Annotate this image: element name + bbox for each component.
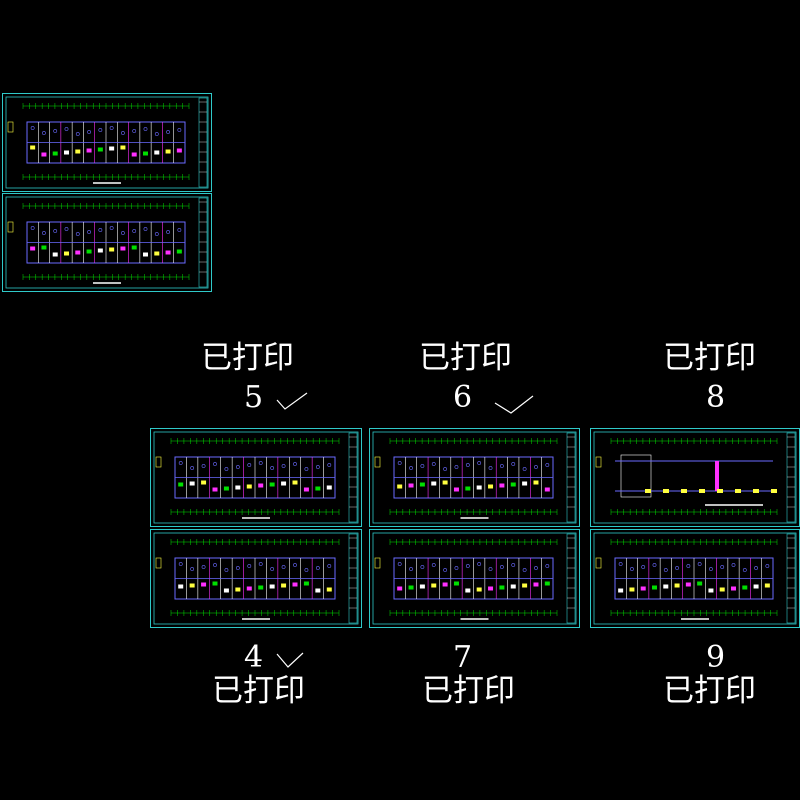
sheet-number-9: 9 <box>706 640 726 675</box>
floor-plan-drawing <box>372 431 577 524</box>
floor-plan-drawing <box>593 431 797 524</box>
printed-label-8: 已打印 <box>663 340 756 376</box>
printed-label-5: 已打印 <box>201 340 294 376</box>
sheet-number-4: 4 <box>244 640 264 675</box>
sheet-number-5: 5 <box>244 380 264 415</box>
inner-border <box>372 532 577 625</box>
floor-plan-drawing <box>593 532 797 625</box>
title-block <box>566 533 576 624</box>
inner-border <box>593 532 797 625</box>
floor-plan-drawing <box>372 532 577 625</box>
title-block <box>566 432 576 523</box>
drawing-sheet-5[interactable] <box>150 428 362 527</box>
title-block <box>198 97 208 188</box>
sheet-number-7: 7 <box>453 640 473 675</box>
inner-border <box>153 532 359 625</box>
sheet-number-8: 8 <box>706 380 726 415</box>
drawing-sheet-4[interactable] <box>150 529 362 628</box>
drawing-sheet-9[interactable] <box>590 529 800 628</box>
check-mark-icon <box>276 392 308 410</box>
floor-plan-drawing <box>5 196 209 289</box>
inner-border <box>593 431 797 524</box>
drawing-sheet[interactable] <box>2 93 212 192</box>
inner-border <box>5 96 209 189</box>
inner-border <box>153 431 359 524</box>
inner-border <box>5 196 209 289</box>
title-block <box>198 197 208 288</box>
drawing-sheet-8[interactable] <box>590 428 800 527</box>
floor-plan-drawing <box>5 96 209 189</box>
check-mark-icon <box>276 652 304 668</box>
drawing-sheet[interactable] <box>2 193 212 292</box>
title-block <box>786 533 796 624</box>
title-block <box>786 432 796 523</box>
title-block <box>348 432 358 523</box>
printed-label-9: 已打印 <box>663 673 756 709</box>
drawing-sheet-6[interactable] <box>369 428 580 527</box>
floor-plan-drawing <box>153 431 359 524</box>
check-mark-icon <box>494 395 534 414</box>
drawing-sheet-7[interactable] <box>369 529 580 628</box>
floor-plan-drawing <box>153 532 359 625</box>
sheet-number-6: 6 <box>453 380 473 415</box>
inner-border <box>372 431 577 524</box>
printed-label-6: 已打印 <box>419 340 512 376</box>
printed-label-4: 已打印 <box>212 673 305 709</box>
printed-label-7: 已打印 <box>422 673 515 709</box>
title-block <box>348 533 358 624</box>
